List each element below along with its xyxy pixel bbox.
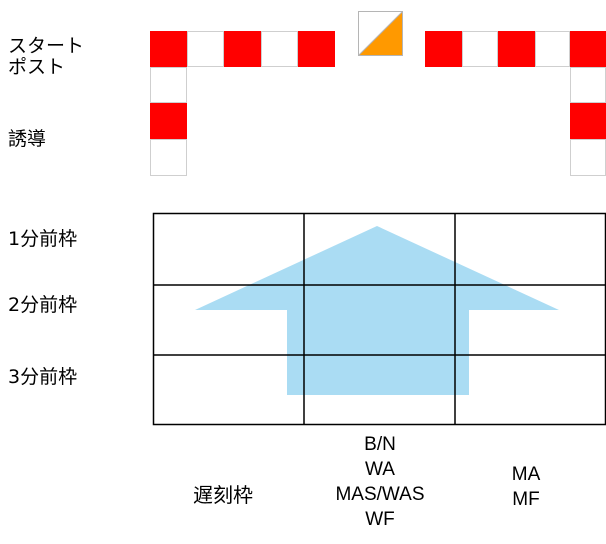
tape-segment — [535, 31, 570, 67]
tape-segment — [261, 31, 298, 67]
tape-segment — [150, 139, 187, 176]
tape-segment — [298, 31, 335, 67]
right-column-classes: MA MF — [486, 462, 566, 512]
tape-segment — [570, 67, 606, 103]
tape-segment — [224, 31, 261, 67]
tape-segment — [150, 31, 187, 67]
slot-2min-label: 2分前枠 — [8, 294, 78, 316]
class-label: MA — [511, 464, 541, 485]
tape-segment — [462, 31, 498, 67]
class-label: WA — [365, 459, 395, 480]
up-arrow-icon — [195, 226, 559, 395]
class-label: WF — [365, 509, 395, 530]
tape-segment — [425, 31, 462, 67]
guidance-label: 誘導 — [8, 128, 47, 150]
start-post-label: スタートポスト — [8, 35, 85, 78]
tape-segment — [150, 67, 187, 103]
tape-segment — [570, 139, 606, 176]
orienteering-control-flag-icon — [358, 11, 403, 56]
late-slot-label: 遅刻枠 — [193, 483, 253, 507]
slot-1min-label: 1分前枠 — [8, 228, 78, 250]
tape-segment — [150, 103, 187, 139]
slot-3min-label: 3分前枠 — [8, 366, 78, 388]
middle-column-classes: B/N WA MAS/WAS WF — [318, 432, 442, 532]
class-label: MAS/WAS — [335, 484, 425, 505]
class-label: B/N — [364, 434, 396, 455]
tape-segment — [498, 31, 535, 67]
tape-segment — [570, 103, 606, 139]
tape-segment — [187, 31, 224, 67]
class-label: MF — [512, 489, 540, 510]
